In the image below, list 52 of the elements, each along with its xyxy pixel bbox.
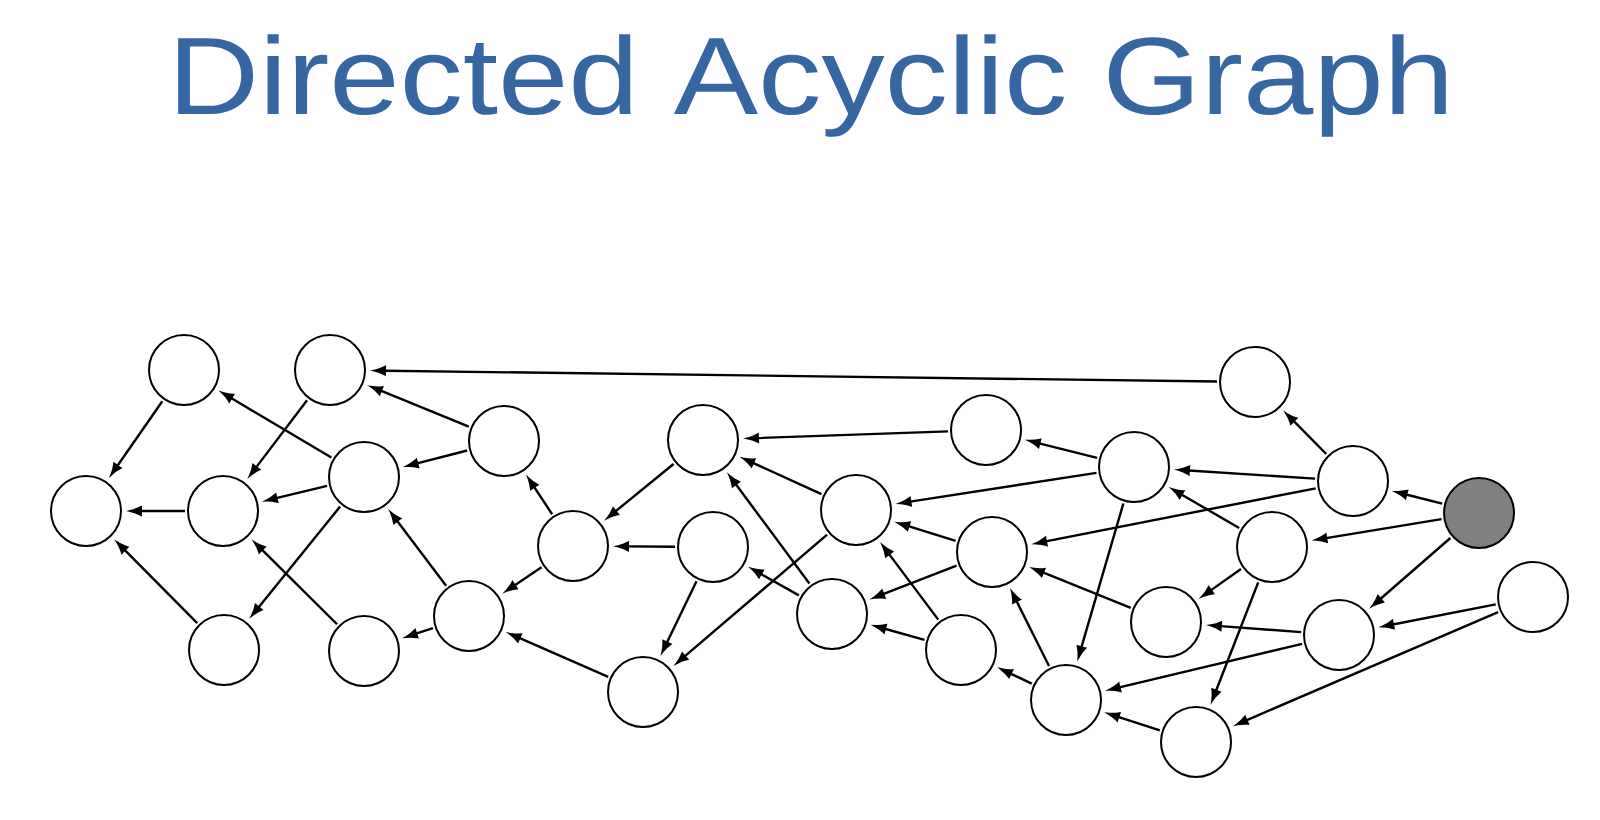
graph-node: [328, 615, 400, 687]
arrow: [1209, 621, 1302, 634]
arrow: [1201, 568, 1242, 598]
arrow: [1371, 537, 1452, 607]
arrow: [751, 568, 800, 597]
graph-node: [950, 394, 1022, 466]
graph-node: [1030, 664, 1102, 736]
graph-node: [1130, 586, 1202, 658]
arrow: [1285, 413, 1328, 455]
arrow: [676, 533, 828, 664]
graph-node: [796, 578, 868, 650]
arrow: [370, 385, 470, 428]
graph-node: [50, 475, 122, 547]
graph-node: [925, 614, 997, 686]
arrow: [110, 400, 164, 476]
graph-node: [468, 405, 540, 477]
arrow: [527, 477, 554, 515]
arrow: [1236, 610, 1499, 726]
arrow: [1028, 438, 1098, 459]
title: Directed Acyclic Graph: [178, 34, 1446, 137]
arrow: [390, 511, 448, 587]
graph-node: [1098, 431, 1170, 503]
graph-node: [677, 511, 749, 583]
graph-node: [328, 441, 400, 513]
arrow: [661, 580, 698, 653]
graph-node: [148, 334, 220, 406]
arrow: [116, 541, 199, 624]
arrow: [249, 399, 308, 477]
arrow: [1011, 591, 1051, 667]
graph-node: [1303, 599, 1375, 671]
graph-node: [1219, 346, 1291, 418]
graph-node: [607, 656, 679, 728]
arrow: [221, 391, 332, 459]
graph-node: [188, 614, 260, 686]
graph-node: [1497, 561, 1569, 633]
graph-node: [537, 510, 609, 582]
graph-node: [433, 580, 505, 652]
graph-node: [187, 475, 259, 547]
arrow: [728, 475, 811, 585]
graph-node: [956, 516, 1028, 588]
graph-node: [1443, 477, 1515, 549]
graph-node: [1160, 706, 1232, 778]
graph-node: [820, 474, 892, 546]
graph-node: [1236, 511, 1308, 583]
arrow: [606, 463, 675, 519]
graph-node: [667, 404, 739, 476]
arrow: [405, 626, 434, 639]
arrow: [1395, 489, 1443, 505]
arrow: [406, 449, 468, 469]
arrow: [1000, 668, 1033, 685]
graph-node: [294, 334, 366, 406]
graph-node: [1317, 445, 1389, 517]
